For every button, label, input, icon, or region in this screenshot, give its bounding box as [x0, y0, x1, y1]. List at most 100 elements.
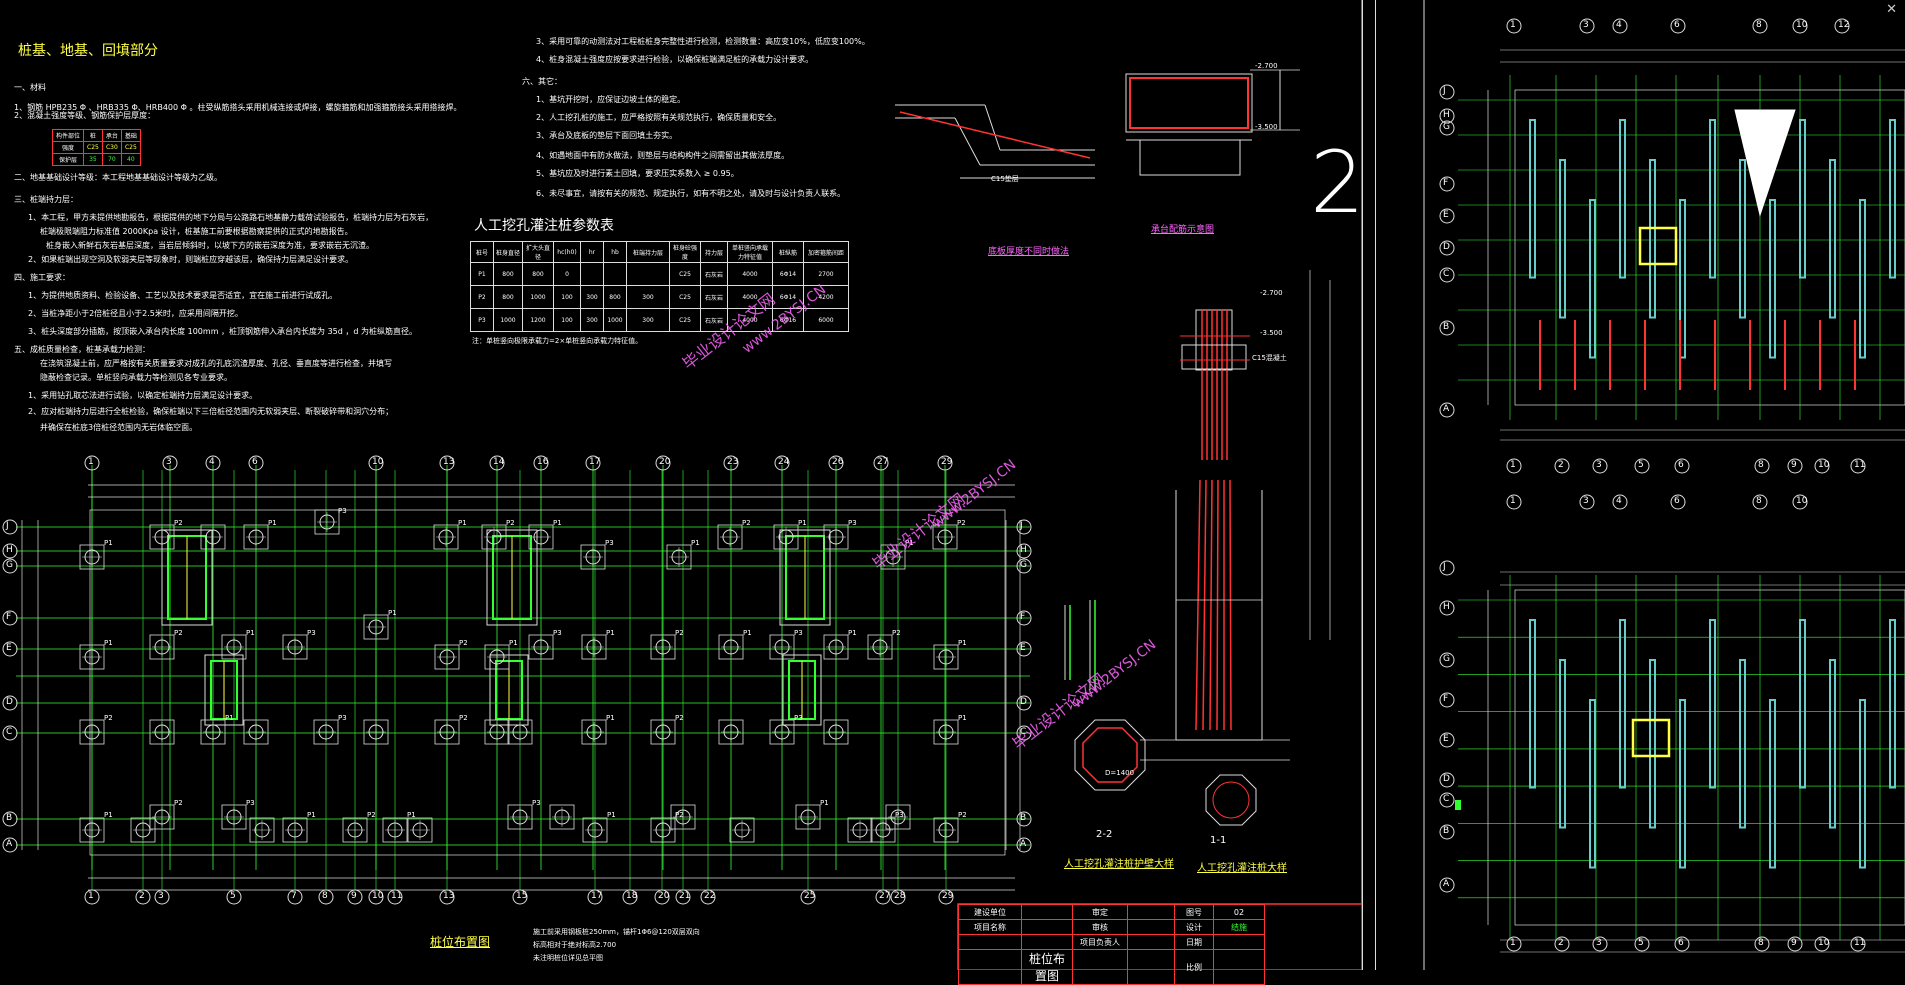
- pile-cap: [885, 804, 911, 830]
- pile-cap: [773, 524, 799, 550]
- pile-cap: [434, 644, 460, 670]
- axis-label: 20: [658, 891, 670, 901]
- title-block-cell: [1021, 904, 1073, 920]
- floor-plan-highlight: [1631, 718, 1671, 758]
- axis-label: 9: [1791, 938, 1797, 948]
- pile-tag: P3: [895, 811, 904, 819]
- axis-label: 5: [230, 891, 236, 901]
- detail-line: [954, 117, 981, 166]
- pile-tag: P1: [509, 639, 518, 647]
- axis-bubble: [2, 811, 18, 827]
- axis-bubble: [318, 889, 334, 905]
- elev-label-3: -2.700: [1260, 289, 1283, 297]
- axis-bubble: [287, 889, 303, 905]
- axis-bubble: [890, 889, 906, 905]
- pile-cap: [729, 817, 755, 843]
- viewport-divider: [1362, 0, 1376, 970]
- pile-table-cell: 0: [553, 262, 581, 286]
- close-icon[interactable]: ✕: [1886, 2, 1897, 17]
- axis-label: 8: [1758, 938, 1764, 948]
- pile-tag: P3: [246, 799, 255, 807]
- axis-bubble: [938, 889, 954, 905]
- axis-bubble: [800, 889, 816, 905]
- pile-cap: [200, 719, 226, 745]
- axis-label: 27: [879, 891, 891, 901]
- axis-bubble: [1016, 641, 1032, 657]
- floor-plan-wall: [1619, 619, 1626, 789]
- axis-label: 1: [88, 891, 94, 901]
- pile-cap: [666, 544, 692, 570]
- plan-note-2: 标高相对于绝对标高2.700: [533, 941, 617, 949]
- axis-label: G: [1443, 122, 1450, 132]
- axis-label: B: [1020, 813, 1027, 823]
- pile-tag: P2: [174, 799, 183, 807]
- note-line: 五、成桩质量检查，桩基承载力检测：: [14, 345, 150, 354]
- title-block-cell: [1072, 949, 1128, 985]
- axis-bubble: [1850, 936, 1866, 952]
- axis-label: B: [1443, 322, 1450, 332]
- floor-plan-highlight: [1638, 226, 1678, 266]
- pile-table-header: 桩身砼强度: [669, 241, 701, 263]
- pile-tag: P2: [675, 629, 684, 637]
- axis-bubble: [700, 889, 716, 905]
- pile-cap: [363, 719, 389, 745]
- axis-bubble: [1439, 120, 1455, 136]
- pile-tag: P1: [848, 629, 857, 637]
- axis-bubble: [162, 455, 178, 471]
- pile-cap: [484, 719, 510, 745]
- floor-plan-wall: [1829, 159, 1836, 319]
- axis-label: 5: [1638, 938, 1644, 948]
- note-line: 3、采用可靠的动测法对工程桩桩身完整性进行检测，检测数量：高应变10%，低应变1…: [536, 37, 870, 46]
- axis-bubble: [248, 455, 264, 471]
- floor-plan-hatch: [1734, 109, 1796, 217]
- axis-label: 10: [1818, 460, 1830, 470]
- axis-bubble: [135, 889, 151, 905]
- axis-label: H: [1443, 602, 1450, 612]
- axis-bubble: [1016, 543, 1032, 559]
- axis-bubble: [2, 837, 18, 853]
- floor-plan-wall: [1859, 699, 1866, 869]
- note-line: 2、当桩净距小于2倍桩径且小于2.5米时，应采用间隔开挖。: [28, 309, 243, 318]
- floor-plan-wall: [1529, 619, 1536, 789]
- floor-plan-wall: [1769, 199, 1776, 359]
- floor-plan-wall: [1679, 699, 1686, 869]
- axis-bubble: [1612, 494, 1628, 510]
- axis-label: 2: [1558, 938, 1564, 948]
- pile-table-cell: 800: [603, 285, 627, 309]
- axis-bubble: [1439, 402, 1455, 418]
- axis-bubble: [387, 889, 403, 905]
- pile-table-cell: 4000: [727, 308, 773, 332]
- axis-bubble: [1787, 458, 1803, 474]
- detail-line: [984, 104, 1001, 151]
- floor-plan-wall: [1649, 159, 1656, 319]
- axis-bubble: [1674, 936, 1690, 952]
- axis-label: J: [6, 521, 9, 531]
- axis-label: 3: [1596, 938, 1602, 948]
- note-line: 并确保在桩底3倍桩径范围内无岩体临空面。: [40, 423, 198, 432]
- axis-label: H: [1443, 110, 1450, 120]
- axis-label: 26: [832, 457, 844, 467]
- note-line: 三、桩端持力层：: [14, 195, 78, 204]
- diameter-label: D=1400: [1105, 769, 1135, 777]
- axis-label: A: [6, 839, 13, 849]
- pile-section: [1212, 781, 1250, 819]
- axis-label: 6: [1678, 460, 1684, 470]
- pile-cap: [769, 719, 795, 745]
- note-line: 六、其它：: [522, 77, 562, 86]
- floor-plan-wall: [1769, 699, 1776, 869]
- axis-label: 2: [1558, 460, 1564, 470]
- axis-label: 13: [443, 457, 455, 467]
- pile-table-header: 扩大头直径: [522, 241, 554, 263]
- title-block-cell: [1021, 934, 1073, 950]
- pile-cap: [149, 719, 175, 745]
- pile-tag: P3: [338, 714, 347, 722]
- axis-label: 29: [942, 891, 954, 901]
- rebar-line: [1216, 479, 1219, 731]
- pile-wall-detail-title: 人工挖孔灌注桩护壁大样: [1064, 859, 1174, 870]
- pile-table-cell: 1000: [493, 308, 523, 332]
- axis-label: C: [6, 727, 13, 737]
- note-line: 隐蔽检查记录。单桩竖向承载力等检测见各专业要求。: [40, 373, 232, 382]
